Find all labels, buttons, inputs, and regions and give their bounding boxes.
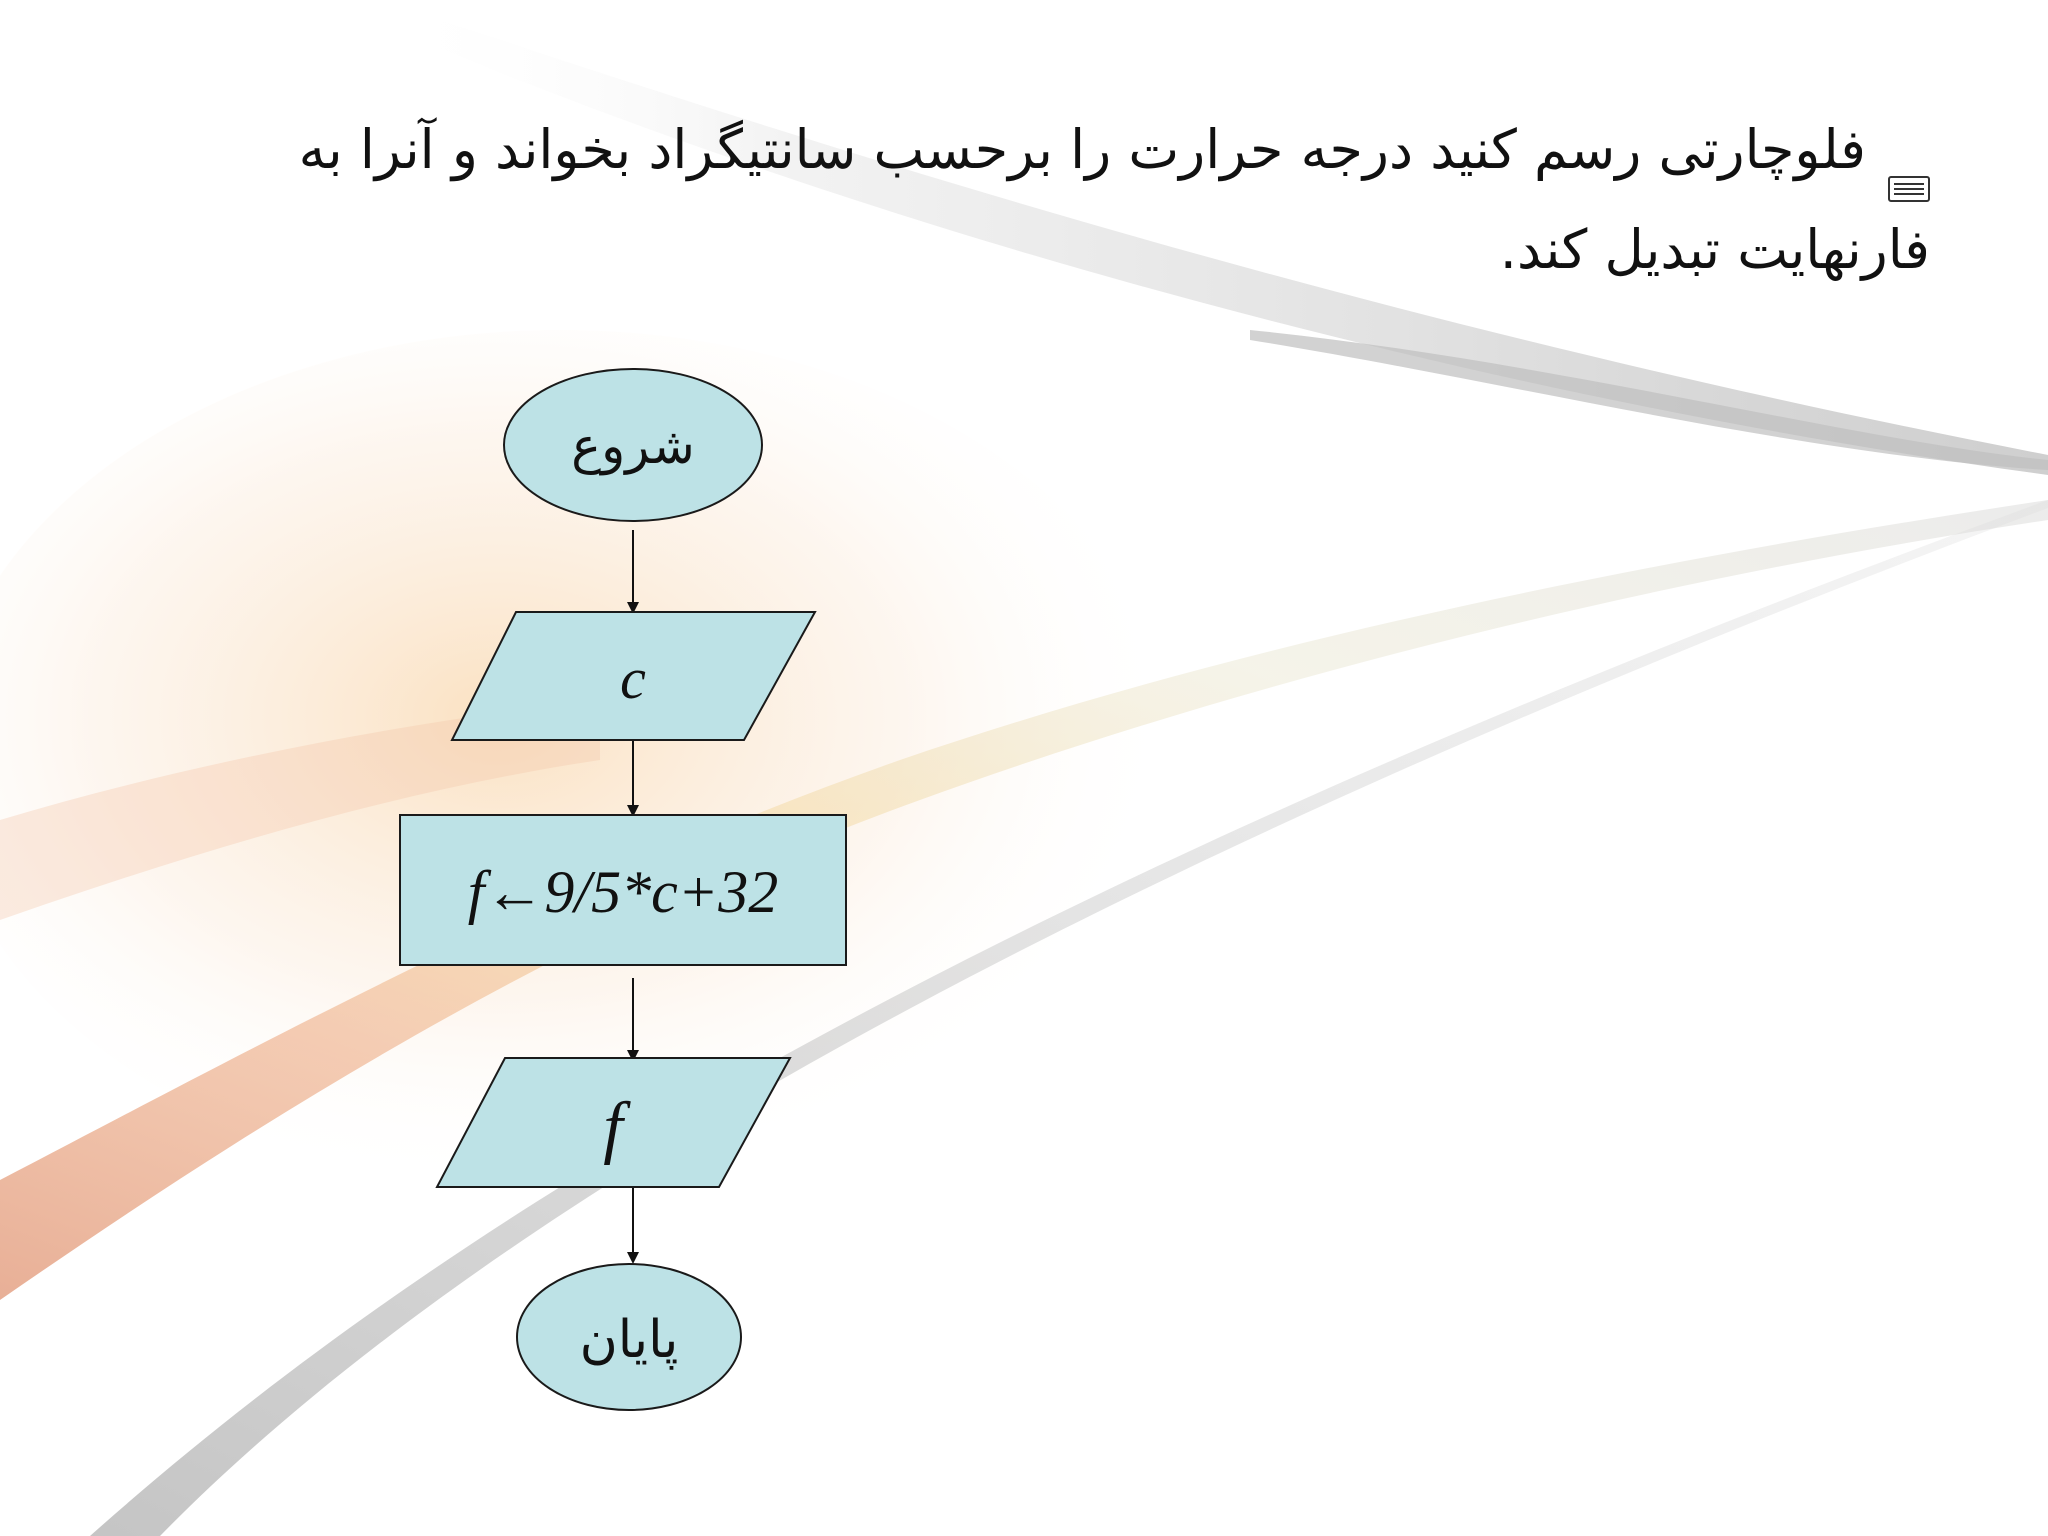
instruction-text: فلوچارتی رسم کنید درجه حرارت را برحسب سا… (298, 118, 1930, 281)
start-terminal: شروع (503, 368, 763, 522)
keyboard-icon (1888, 134, 1930, 203)
start-label: شروع (571, 417, 694, 476)
input-label: c (620, 646, 646, 711)
process-box: f←9/5*c+32 (399, 814, 847, 966)
output-parallelogram: f (435, 1057, 792, 1188)
process-label: f←9/5*c+32 (468, 859, 778, 925)
end-terminal: پایان (516, 1263, 742, 1411)
slide-instruction: فلوچارتی رسم کنید درجه حرارت را برحسب سا… (160, 100, 1930, 300)
input-parallelogram: c (450, 611, 817, 741)
end-label: پایان (580, 1310, 679, 1370)
